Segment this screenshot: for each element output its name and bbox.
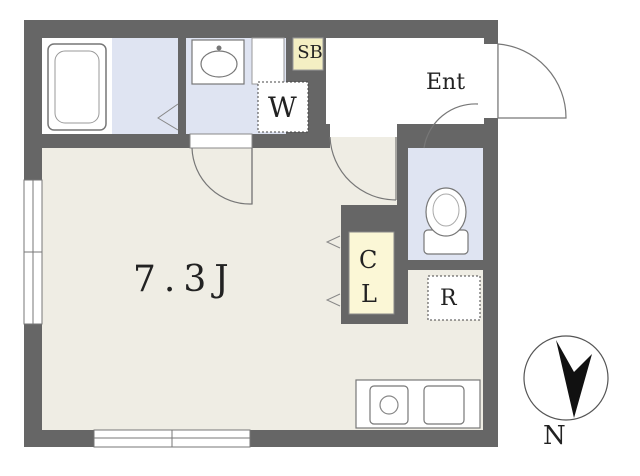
north-label: N xyxy=(543,421,566,451)
entrance-door-swing xyxy=(497,43,567,119)
washer-label: W xyxy=(268,91,297,124)
stove xyxy=(423,385,465,425)
refrigerator-space xyxy=(427,275,481,321)
main-room-label: 7.3J xyxy=(133,259,237,300)
toilet-seat xyxy=(432,193,460,227)
refrigerator-label: R xyxy=(440,286,457,311)
washroom-door-opening xyxy=(189,133,253,149)
sink-drain xyxy=(379,395,399,415)
entrance-opening xyxy=(484,44,498,118)
north-arrow-icon xyxy=(556,340,592,418)
entrance-floor xyxy=(326,38,484,124)
entrance-label: Ent xyxy=(426,70,466,95)
closet-door-mark-bottom xyxy=(325,293,341,307)
washroom-door-swing xyxy=(191,147,253,205)
washer-space xyxy=(257,81,309,133)
bath-door-mark xyxy=(157,103,179,131)
main-room-floor xyxy=(42,137,483,430)
sink-bowl xyxy=(200,50,238,78)
hall-floor xyxy=(330,124,397,137)
closet xyxy=(348,231,395,315)
toilet-bowl xyxy=(425,187,467,237)
closet-label-bottom: L xyxy=(361,280,377,308)
bathtub xyxy=(47,43,107,131)
bathtub-inner xyxy=(54,50,100,124)
toilet-door-swing xyxy=(423,103,479,149)
bathroom-wet-area xyxy=(112,38,178,134)
shoe-box xyxy=(292,37,324,71)
hall-door-swing xyxy=(329,136,397,201)
shoe-box-label: SB xyxy=(297,42,323,63)
mirror-cabinet xyxy=(251,37,285,85)
closet-label-top: C xyxy=(359,246,378,274)
closet-door-mark-top xyxy=(325,235,341,249)
faucet xyxy=(216,45,222,51)
kitchen-sink xyxy=(369,385,409,425)
